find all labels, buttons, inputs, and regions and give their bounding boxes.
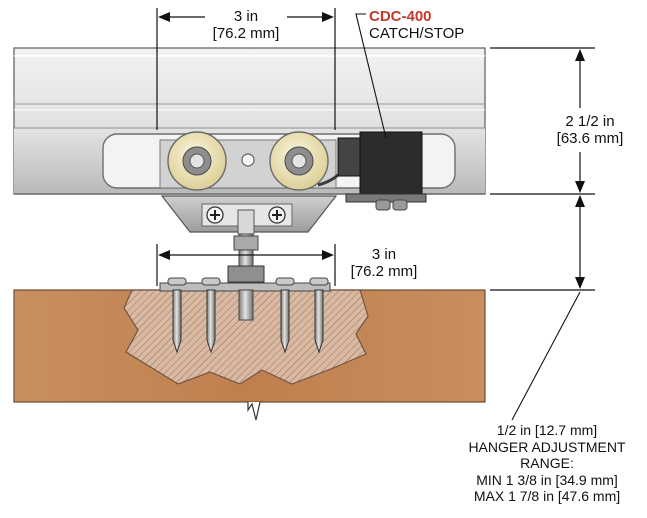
part-number: CDC-400	[369, 8, 432, 25]
catch-stop-block	[337, 131, 427, 211]
hanger-bracket	[160, 195, 338, 235]
track-height-metric: [63.6 mm]	[556, 130, 624, 147]
phillips-screw-icon	[268, 206, 286, 224]
lag-screw	[167, 277, 187, 354]
part-name: CATCH/STOP	[369, 25, 465, 42]
adjustment-line: MIN 1 3/8 in [34.9 mm]	[476, 471, 618, 488]
adjustment-line: RANGE:	[520, 455, 574, 471]
catch-stop-callout: CDC-400 CATCH/STOP	[369, 8, 464, 42]
mount-width-metric: [76.2 mm]	[350, 263, 418, 280]
adjustment-range-label: 1/2 in [12.7 mm] HANGER ADJUSTMENT RANGE…	[452, 422, 642, 505]
mount-width-label: 3 in [76.2 mm]	[334, 246, 434, 280]
track-height-imperial: 2 1/2 in	[565, 113, 615, 130]
adjustment-line: MAX 1 7/8 in [47.6 mm]	[473, 488, 621, 504]
lag-screw	[275, 277, 295, 354]
roller-wheel-icon	[269, 131, 329, 191]
top-width-imperial: 3 in	[233, 8, 259, 25]
carriage	[159, 131, 339, 191]
adjustment-line: 1/2 in [12.7 mm]	[496, 422, 598, 438]
lag-screw	[201, 277, 221, 354]
track-height-label: 2 1/2 in [63.6 mm]	[540, 113, 640, 147]
break-line	[247, 401, 261, 421]
wood-header	[13, 289, 486, 421]
lag-screw	[309, 277, 329, 354]
top-width-label: 3 in [76.2 mm]	[196, 8, 296, 42]
mounting-plate	[159, 277, 331, 354]
carriage-hole	[241, 153, 255, 167]
mount-width-imperial: 3 in	[371, 246, 397, 263]
phillips-screw-icon	[206, 206, 224, 224]
adjustment-line: HANGER ADJUSTMENT	[468, 438, 626, 455]
wood-cutaway	[123, 289, 369, 385]
dimension-lines	[156, 8, 595, 421]
roller-wheel-icon	[167, 131, 227, 191]
top-width-metric: [76.2 mm]	[212, 25, 280, 42]
